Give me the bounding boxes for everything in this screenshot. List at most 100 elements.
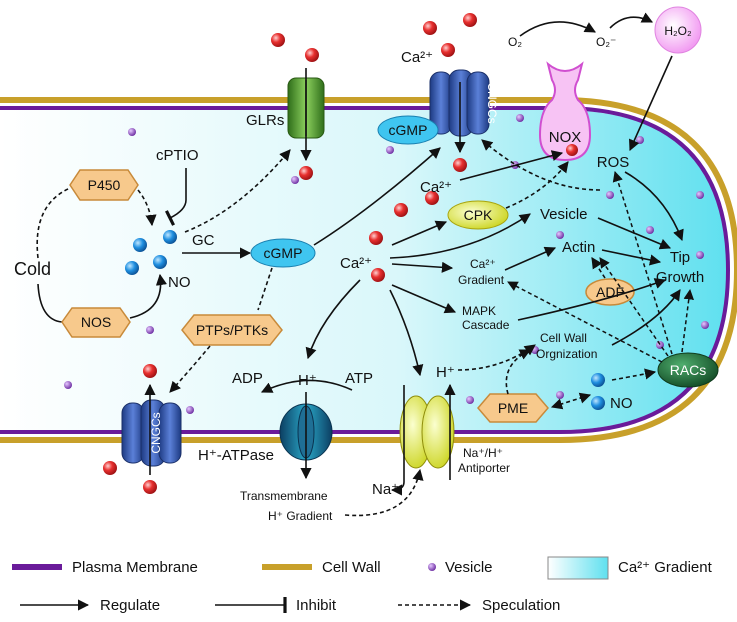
adf-to-actin-speculation [591, 257, 606, 279]
glrs-label: GLRs [246, 112, 284, 129]
ptps-label: PTPs/PTKs [196, 322, 268, 338]
p450-enzyme[interactable] [69, 169, 139, 201]
nos-enzyme[interactable] [61, 307, 131, 338]
vesicle-dot [646, 226, 654, 234]
cngcs-bottom-label: CNGCs [149, 412, 163, 453]
o2-label: O₂ [508, 35, 522, 49]
cgmp-mid-label: cGMP [264, 245, 303, 261]
ca-upper-label: Ca²⁺ [420, 179, 452, 196]
legend-regulate: Regulate [100, 597, 160, 614]
ca-to-nox-arrow [459, 150, 564, 181]
o2-minus-label: O₂⁻ [596, 35, 616, 49]
mapk-line2: Cascade [462, 318, 510, 332]
vesicle-dot [64, 381, 72, 389]
cpk-label: CPK [464, 207, 493, 223]
pme-enzyme[interactable] [477, 393, 549, 423]
ca-ion [369, 231, 383, 245]
ros-to-tip-growth-arrow [624, 171, 684, 242]
legend-vesicle: Vesicle [445, 559, 493, 576]
legend-cell-wall: Cell Wall [322, 559, 381, 576]
nos-to-no-arrow [129, 273, 167, 319]
na-h-antiporter[interactable] [399, 395, 455, 469]
ptps-ptks-enzyme[interactable] [181, 314, 283, 346]
h2o2-to-ros-arrow [628, 55, 673, 152]
ca-to-mapk-arrow [391, 284, 457, 314]
h-plus-antiporter-label: H⁺ [436, 364, 455, 381]
ca-ion [371, 268, 385, 282]
vesicle-dot [556, 231, 564, 239]
cgmp-mid-node[interactable] [250, 238, 316, 268]
nox-label: NOX [549, 129, 582, 146]
vesicles [64, 114, 709, 414]
cgmp-top-label: cGMP [389, 122, 428, 138]
vesicle-dot [556, 391, 564, 399]
p450-label: P450 [88, 177, 121, 193]
cgmp-to-cngc-arrow [313, 147, 441, 246]
vesicle-dot [128, 128, 136, 136]
racs-to-ros-speculation [612, 170, 673, 355]
cpk-to-nox-speculation [505, 161, 569, 209]
cgmp-top-node[interactable] [377, 115, 439, 145]
ca-gradient-node-line1: Ca²⁺ [470, 257, 496, 271]
racs-to-gradient-speculation [507, 281, 663, 363]
cytoplasm-ca-gradient [0, 110, 728, 430]
ca-ion [394, 203, 408, 217]
nox-enzyme[interactable] [538, 61, 592, 162]
legend-inhibit: Inhibit [296, 597, 337, 614]
legend: Plasma Membrane Cell Wall Vesicle Ca²⁺ G… [12, 556, 713, 614]
ca-ion [299, 166, 313, 180]
tm-gradient-to-antiporter-speculation [344, 468, 424, 517]
ca-ion [305, 48, 319, 62]
ca-ion [566, 144, 578, 156]
cptio-label: cPTIO [156, 147, 199, 164]
tm-gradient-line2: H⁺ Gradient [268, 509, 333, 523]
ca-ion [463, 13, 477, 27]
cold-nos-arrow [37, 283, 63, 323]
ca-ion [143, 364, 157, 378]
no-molecule [125, 261, 139, 275]
atp-to-adp-arrow [260, 379, 353, 393]
no-molecules-left [125, 230, 177, 275]
ca-top-label: Ca²⁺ [401, 49, 433, 66]
no-right-label: NO [610, 395, 633, 412]
o2-to-superoxide-arrow [519, 21, 596, 37]
no-molecule [591, 396, 605, 410]
h2o2-node[interactable] [654, 6, 702, 54]
vesicle-dot [701, 321, 709, 329]
h-to-cellwall-speculation [457, 344, 536, 371]
no-left-label: NO [168, 274, 191, 291]
cngc-channel-bottom[interactable] [121, 399, 182, 467]
mapk-to-tip-arrow [517, 278, 667, 321]
cpk-node[interactable] [447, 200, 509, 230]
antiporter-na-exit-arrow [390, 481, 405, 496]
cold-p450-speculation [36, 187, 71, 259]
plasma-membrane-outline [0, 106, 731, 434]
ca-to-h-pump-arrow [305, 279, 361, 360]
legend-speculation: Speculation [482, 597, 560, 614]
ca-to-antiporter-arrow [389, 289, 424, 377]
adf-enzyme[interactable] [585, 278, 635, 306]
ca-ion [143, 480, 157, 494]
cell-wall-org-line1: Cell Wall [540, 331, 587, 345]
racs-label: RACs [670, 362, 707, 378]
ca-ion [103, 461, 117, 475]
cell-wall-org-line2: Orgnization [536, 347, 597, 361]
ca-to-cpk-arrow [391, 220, 448, 246]
racs-node[interactable] [657, 352, 719, 388]
cngc-channel-top[interactable] [429, 69, 490, 137]
legend-ca-gradient: Ca²⁺ Gradient [618, 559, 713, 576]
cptio-inhibit-no [164, 168, 187, 226]
vesicle-dot [696, 251, 704, 259]
na-plus-label: Na⁺ [372, 481, 399, 498]
gc-label: GC [192, 232, 215, 249]
no-molecule [153, 255, 167, 269]
atp-label: ATP [345, 370, 373, 387]
vesicle-dot [636, 136, 644, 144]
ca-ion [423, 21, 437, 35]
vesicle-dot [291, 176, 299, 184]
vesicle-dot [466, 396, 474, 404]
pme-label: PME [498, 400, 528, 416]
no-molecule [591, 373, 605, 387]
